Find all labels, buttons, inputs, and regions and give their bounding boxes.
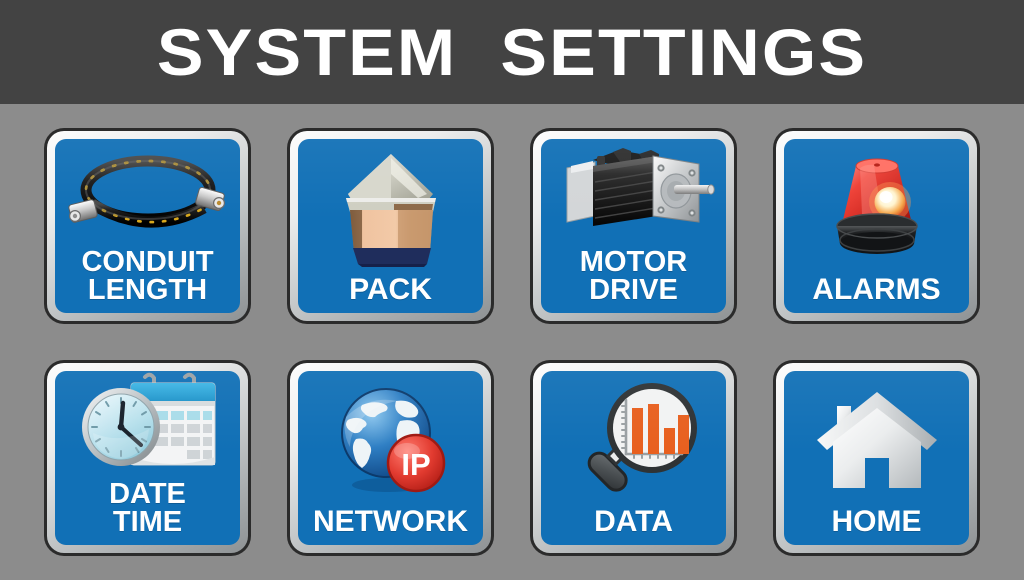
- servo-motor-icon: [541, 139, 726, 249]
- button-conduit-length[interactable]: CONDUIT LENGTH: [44, 128, 251, 324]
- button-label: NETWORK: [313, 505, 468, 539]
- alarm-beacon-icon: [784, 139, 969, 276]
- tile-face: HOME: [784, 371, 969, 545]
- button-home[interactable]: HOME: [773, 360, 980, 556]
- button-label: ALARMS: [812, 273, 941, 307]
- magnifier-barchart-icon: [541, 371, 726, 508]
- tile-face: DATE TIME: [55, 371, 240, 545]
- globe-ip-icon: IP: [298, 371, 483, 508]
- tile-face: IP NETWORK: [298, 371, 483, 545]
- button-motor-drive[interactable]: MOTOR DRIVE: [530, 128, 737, 324]
- tile-face: DATA: [541, 371, 726, 545]
- button-pack[interactable]: PACK: [287, 128, 494, 324]
- clock-calendar-icon: [55, 371, 240, 481]
- tile-face: PACK: [298, 139, 483, 313]
- button-label: DATA: [594, 505, 673, 539]
- page-title: SYSTEM SETTINGS: [156, 15, 868, 89]
- button-label: DATE TIME: [109, 478, 186, 539]
- button-data[interactable]: DATA: [530, 360, 737, 556]
- tile-face: CONDUIT LENGTH: [55, 139, 240, 313]
- data-bars: [631, 403, 689, 454]
- button-date-time[interactable]: DATE TIME: [44, 360, 251, 556]
- settings-button-grid: CONDUIT LENGTH: [44, 128, 980, 564]
- button-network[interactable]: IP NETWORK: [287, 360, 494, 556]
- button-label: HOME: [831, 505, 922, 539]
- pack-drum-icon: [298, 139, 483, 276]
- header-bar: SYSTEM SETTINGS: [0, 0, 1024, 104]
- tile-face: ALARMS: [784, 139, 969, 313]
- house-icon: [784, 371, 969, 508]
- button-label: CONDUIT LENGTH: [81, 246, 214, 307]
- button-label: PACK: [349, 273, 432, 307]
- button-alarms[interactable]: ALARMS: [773, 128, 980, 324]
- ip-badge-text: IP: [401, 447, 430, 482]
- conduit-hose-icon: [55, 139, 240, 249]
- tile-face: MOTOR DRIVE: [541, 139, 726, 313]
- button-label: MOTOR DRIVE: [579, 246, 688, 307]
